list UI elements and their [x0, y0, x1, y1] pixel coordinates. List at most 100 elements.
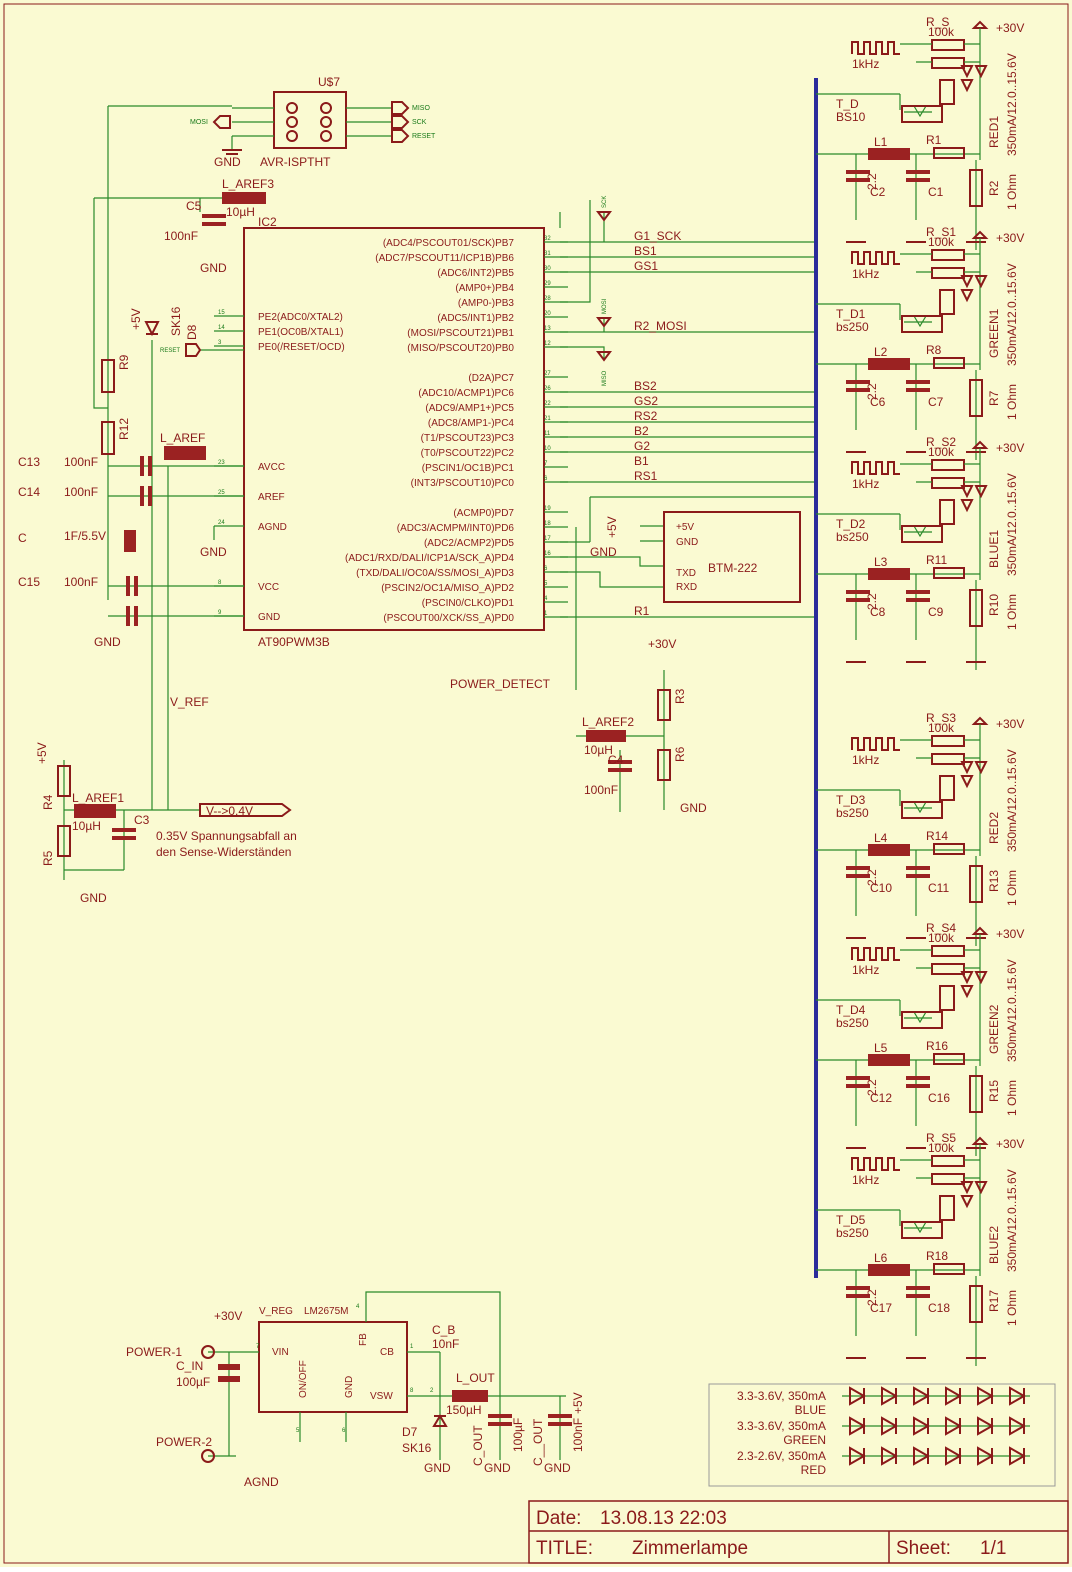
- power-2-terminal[interactable]: [201, 1449, 215, 1463]
- mcu-right-pin-num: 31: [544, 251, 551, 257]
- mcu-right-pin-num: 18: [544, 521, 551, 527]
- p30v-label: +30V: [996, 717, 1024, 731]
- c-value: 1F/5.5V: [64, 529, 106, 543]
- inductor-label: L5: [874, 1041, 888, 1055]
- mcu-right-pin-label: (PSCIN2/OC1A/MISO_A)PD2: [381, 583, 514, 594]
- driver-box: [901, 1011, 943, 1029]
- net-label: G1_SCK: [634, 229, 681, 243]
- r6-label: R6: [673, 746, 687, 762]
- mcu-left-pin-num: 24: [218, 520, 225, 526]
- btm-gnd: GND: [590, 545, 617, 559]
- title-block: Date: 13.08.13 22:03 TITLE: Zimmerlampe …: [528, 1500, 1069, 1564]
- btm-p5v: +5V: [605, 516, 619, 538]
- rs-value: 100k: [928, 721, 955, 735]
- vreg-pin-2: 2: [430, 1388, 434, 1394]
- channel-wire: [900, 1144, 981, 1276]
- mcu-left-pin-num: 15: [218, 310, 225, 316]
- series-resistor: [969, 589, 983, 627]
- mcu-right-pin-num: 19: [544, 506, 551, 512]
- led-icon: [960, 971, 974, 999]
- legend-led-icon: [913, 1386, 931, 1406]
- c5-label: C5: [186, 199, 202, 213]
- ohm-label: 1 Ohm: [1005, 1290, 1019, 1326]
- ohm-label: 1 Ohm: [1005, 174, 1019, 210]
- led-label: RED1: [987, 116, 1001, 148]
- pwm-wave-icon: [851, 947, 900, 961]
- led-icon: [960, 65, 974, 93]
- caps: [846, 866, 930, 878]
- l-aref3-value: 10µH: [226, 205, 255, 219]
- mcu-right-pin-label: (PSCOUT00/XCK/SS_A)PD0: [383, 613, 514, 624]
- isp-port-reset: RESET: [412, 133, 436, 140]
- mcu-right-pin-label: (D2A)PC7: [468, 373, 514, 384]
- net-label: G2: [634, 439, 650, 453]
- vreg-onoff: ON/OFF: [298, 1360, 309, 1398]
- vreg-pin-7: 7: [256, 1344, 260, 1350]
- sense-label: R1: [926, 133, 942, 147]
- p30v-label: +30V: [996, 231, 1024, 245]
- rs-resistor: [931, 249, 965, 261]
- rs2-resistor: [931, 963, 965, 975]
- mcu-right-pin-label: (AMP0-)PB3: [458, 298, 515, 309]
- rs-label: R_S2: [926, 435, 956, 449]
- inductor-label: L1: [874, 135, 888, 149]
- mcu-right-pin-num: 30: [544, 266, 551, 272]
- btm-pin-gnd: GND: [676, 537, 698, 548]
- legend-led-icon: [881, 1416, 899, 1436]
- gnd-d7: GND: [424, 1461, 451, 1475]
- c14-value: 100nF: [64, 485, 98, 499]
- caps: [846, 380, 930, 392]
- sense-label: R18: [926, 1249, 948, 1263]
- legend-led-icon: [945, 1446, 963, 1466]
- rs-resistor: [931, 459, 965, 471]
- legend-spec: 3.3-3.6V, 350mA: [737, 1419, 826, 1433]
- pwm-wave-icon: [851, 251, 900, 265]
- caps: [846, 170, 930, 182]
- rser-label: R17: [987, 1290, 1001, 1312]
- inductor-label: L3: [874, 555, 888, 569]
- series-resistor: [969, 379, 983, 417]
- ind-label: 2.2: [865, 173, 879, 190]
- transistor-body: [939, 1195, 955, 1221]
- caps: [846, 590, 930, 602]
- led-label: GREEN1: [987, 308, 1001, 358]
- mcu-left-pin-label: VCC: [258, 582, 279, 593]
- title-label: TITLE:: [536, 1538, 593, 1559]
- power-1-terminal[interactable]: [201, 1345, 215, 1359]
- mcu-right-pin-label: (ADC8/AMP1-)PC4: [428, 418, 515, 429]
- ind-label: 2.2: [865, 593, 879, 610]
- c-out-value: 100µF: [511, 1418, 525, 1452]
- btm-pin-txd: TXD: [676, 568, 696, 579]
- mcu-left-pin-num: 23: [218, 460, 225, 466]
- td-label: T_D3: [836, 793, 866, 807]
- legend-led-icon: [849, 1416, 867, 1436]
- rs-label: R_S1: [926, 225, 956, 239]
- c2-label: C6: [870, 395, 886, 409]
- legend-spec: 3.3-3.6V, 350mA: [737, 1389, 826, 1403]
- mcu-right-pin-num: 12: [544, 341, 551, 347]
- rs-label: R_S3: [926, 711, 956, 725]
- c1-label: C9: [928, 605, 944, 619]
- td-label: T_D4: [836, 1003, 866, 1017]
- mcu-right-pin-label: (ADC6/INT2)PB5: [437, 268, 514, 279]
- gnd-cout: GND: [484, 1461, 511, 1475]
- net-label: R1: [634, 604, 650, 618]
- rs-value: 100k: [928, 1141, 955, 1155]
- mcu-right-pin-num: 17: [544, 536, 551, 542]
- legend-led-icon: [977, 1416, 995, 1436]
- legend-led-icon: [945, 1386, 963, 1406]
- td-value: bs250: [836, 1016, 869, 1030]
- freq-label: 1kHz: [852, 1173, 879, 1187]
- freq-label: 1kHz: [852, 477, 879, 491]
- c-label: C: [18, 531, 27, 545]
- mcu-left-pin-label: AGND: [258, 522, 287, 533]
- legend-led-icon: [913, 1446, 931, 1466]
- power-supply: V_REG LM2675M VIN ON/OFF GND FB CB VSW +…: [126, 1291, 585, 1489]
- gnd-r5: GND: [80, 891, 107, 905]
- c15-label: C15: [18, 575, 40, 589]
- v-ref-label: V_REF: [170, 695, 209, 709]
- net-label: B2: [634, 424, 649, 438]
- title-value: Zimmerlampe: [632, 1538, 748, 1559]
